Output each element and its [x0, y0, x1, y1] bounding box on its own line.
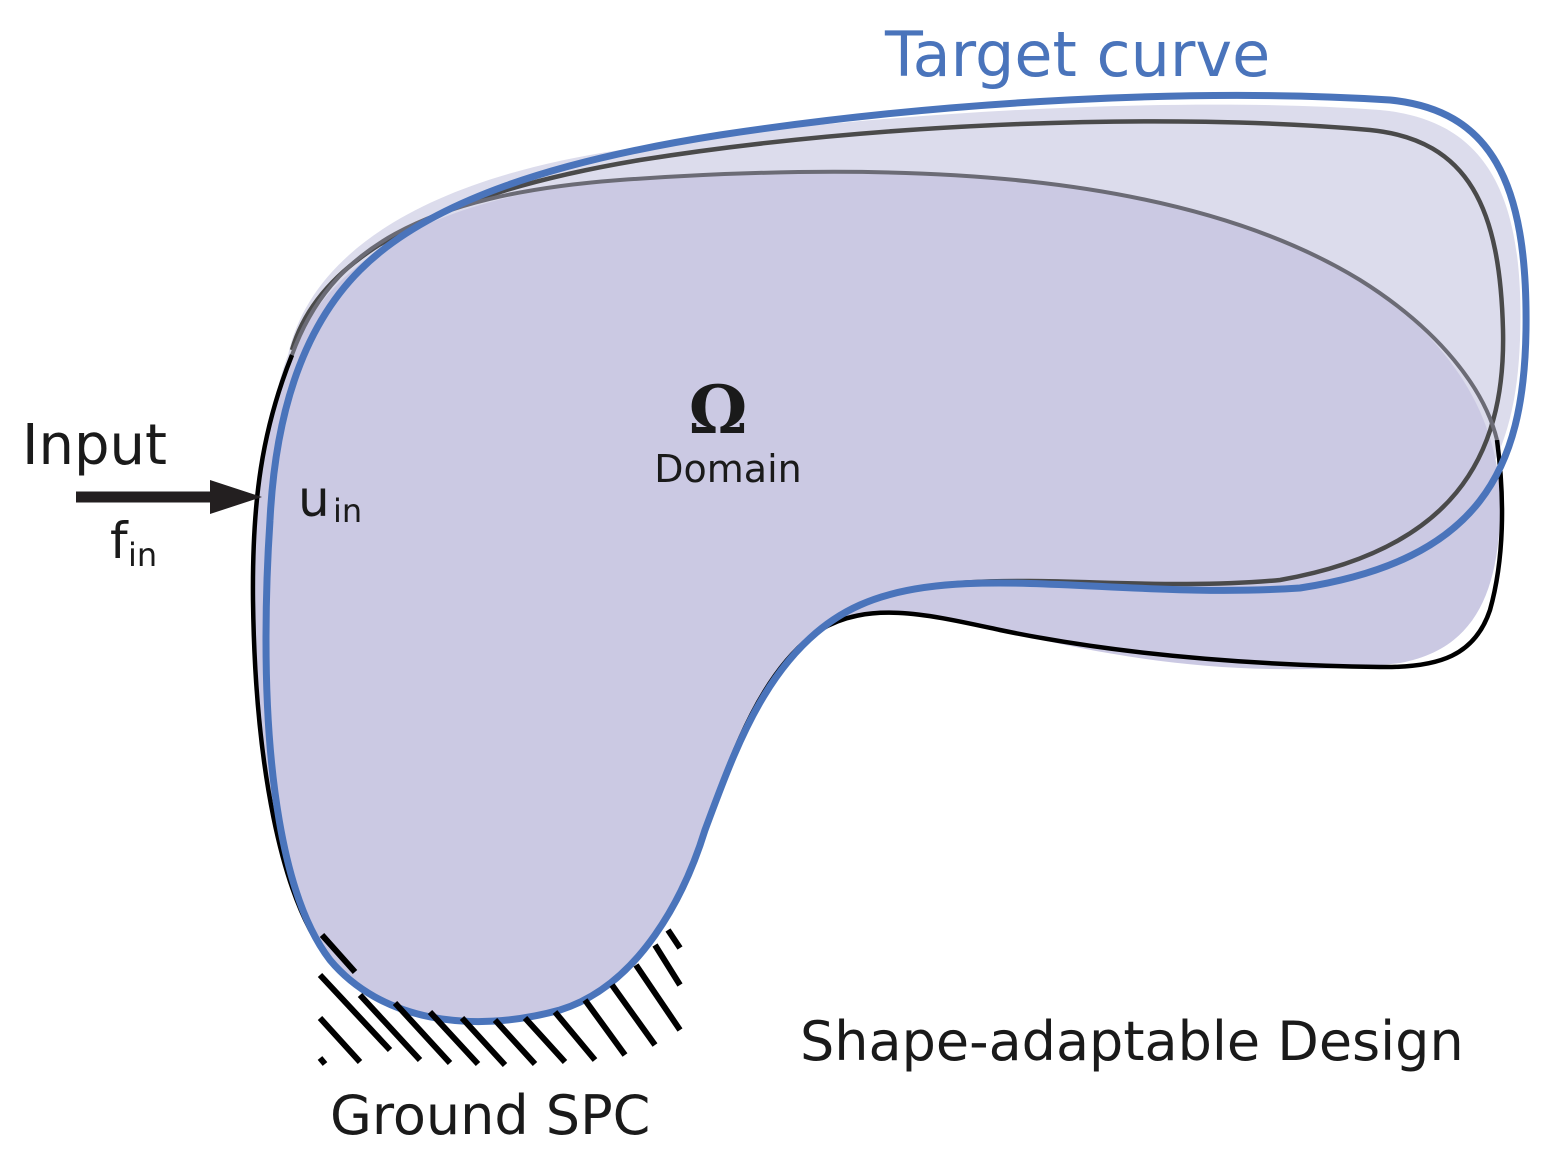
svg-text:f: f	[110, 512, 129, 570]
omega-symbol: Ω	[689, 371, 748, 449]
hatch-line	[319, 933, 358, 974]
hatch-line	[665, 928, 683, 950]
u-in-label: u in	[298, 470, 362, 530]
hatch-line	[522, 1015, 568, 1065]
hatch-line	[633, 963, 683, 1032]
target-curve-label: Target curve	[884, 18, 1270, 91]
hatch-line	[609, 983, 658, 1047]
hatch-line	[317, 1015, 363, 1065]
hatch-line	[357, 992, 423, 1063]
hatch-line	[392, 1000, 453, 1066]
caption: Shape-adaptable Design	[800, 1010, 1464, 1073]
svg-text:in: in	[128, 536, 157, 574]
deformed-shape-outline	[289, 119, 1506, 608]
hatch-line	[427, 1009, 481, 1067]
hatch-line	[492, 1017, 538, 1067]
ground-spc-label: Ground SPC	[330, 1084, 650, 1147]
input-arrow	[76, 480, 262, 514]
hatch-line	[552, 1010, 598, 1062]
svg-text:in: in	[333, 492, 362, 530]
f-in-label: f in	[110, 512, 157, 574]
target-curve-path	[262, 92, 1530, 1026]
svg-text:u: u	[298, 470, 330, 528]
hatch-line	[317, 972, 393, 1053]
hatch-line	[317, 1056, 328, 1066]
hatch-line	[582, 998, 628, 1057]
domain-label: Domain	[654, 447, 801, 491]
original-inner-outline	[290, 169, 1499, 441]
input-label: Input	[22, 413, 167, 478]
hatch-line	[459, 1015, 508, 1068]
ground-hatch	[317, 928, 683, 1068]
hatch-line	[652, 943, 683, 987]
